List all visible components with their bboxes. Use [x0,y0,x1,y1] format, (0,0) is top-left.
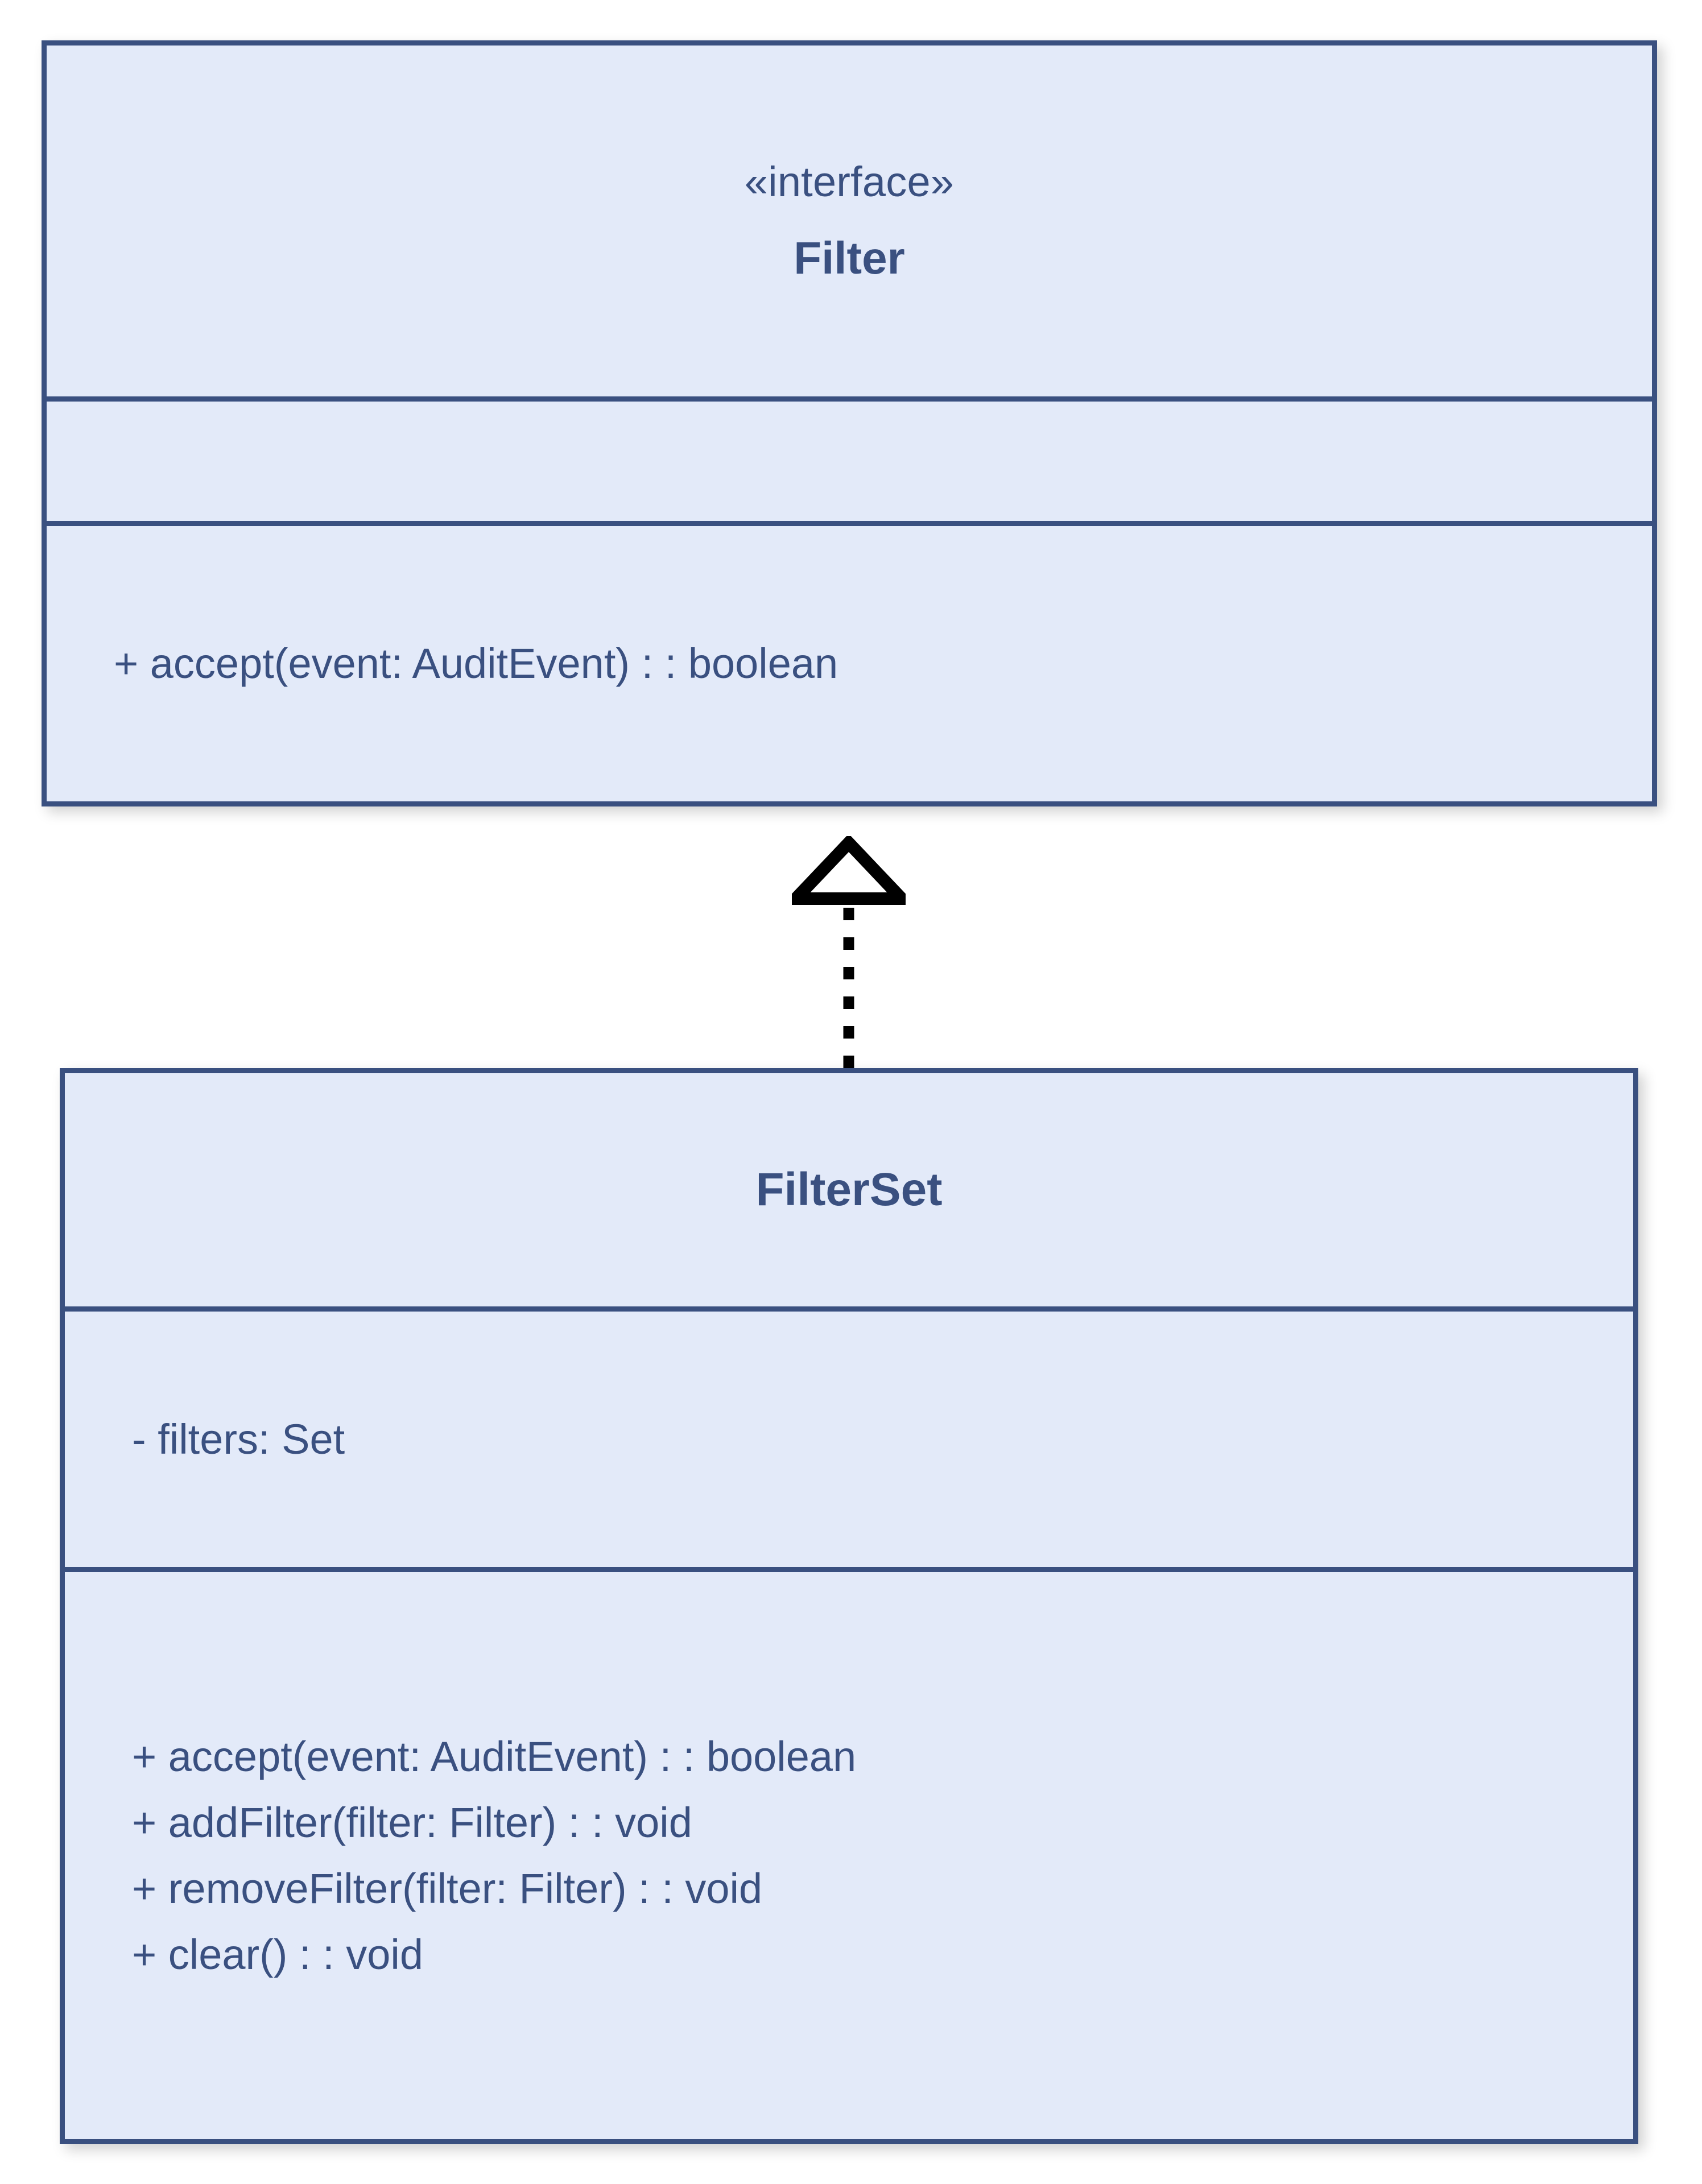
hollow-triangle-arrowhead [792,836,906,905]
uml-class-filter[interactable]: «interface» Filter + accept(event: Audit… [42,40,1657,806]
stereotype-label: «interface» [744,158,955,205]
method-row: + accept(event: AuditEvent) : : boolean [114,640,838,687]
method-row: + clear() : : void [132,1930,424,1978]
class-methods-filterset: + accept(event: AuditEvent) : : boolean … [65,1567,1633,2139]
class-header-filterset: FilterSet [65,1073,1633,1306]
class-attributes-filterset: - filters: Set [65,1306,1633,1567]
class-attributes-filter [47,396,1652,521]
class-name-label: FilterSet [755,1163,943,1215]
class-name-label: Filter [794,233,905,284]
class-header-filter: «interface» Filter [47,46,1652,396]
method-row: + accept(event: AuditEvent) : : boolean [132,1732,857,1780]
class-methods-filter: + accept(event: AuditEvent) : : boolean [47,521,1652,801]
attribute-row: - filters: Set [132,1415,345,1463]
method-row: + removeFilter(filter: Filter) : : void [132,1864,763,1912]
method-row: + addFilter(filter: Filter) : : void [132,1798,692,1846]
uml-class-filterset[interactable]: FilterSet - filters: Set + accept(event:… [60,1068,1638,2144]
realization-connector-filterset-to-filter [792,836,906,1069]
